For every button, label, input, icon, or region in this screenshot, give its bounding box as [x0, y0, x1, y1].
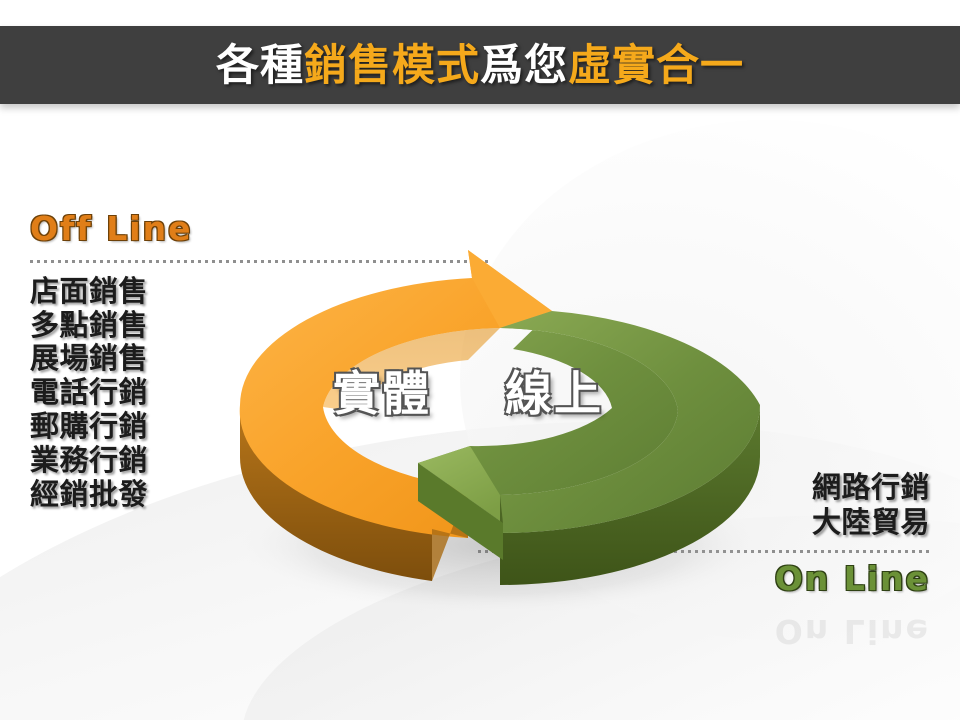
list-item: 店面銷售	[30, 273, 149, 308]
diagram-label-online: 線上	[505, 367, 603, 422]
title-segment-4: 虛實合一	[568, 40, 744, 91]
list-item: 大陸貿易	[811, 504, 930, 539]
offline-panel: Off Line 店面銷售 多點銷售 展場銷售 電話行銷 郵購行銷 業務行銷 經…	[30, 209, 500, 512]
list-item: 網路行銷	[811, 470, 930, 504]
orange-arrow-head	[468, 250, 552, 328]
list-item: 展場銷售	[30, 341, 149, 376]
online-item-list: 網路行銷 大陸貿易	[460, 470, 930, 540]
green-arrow-head	[418, 446, 503, 523]
orange-segment-side	[239, 405, 432, 581]
list-item: 經銷批發	[30, 477, 149, 512]
orange-segment-inner-shade	[323, 328, 500, 411]
offline-heading: Off Line	[30, 209, 193, 248]
cycle-diagram: 實體 線上	[200, 215, 800, 615]
list-item: 多點銷售	[30, 307, 149, 342]
online-heading: On Line	[774, 558, 930, 598]
title-segment-3: 爲您	[480, 40, 568, 91]
list-item: 郵購行銷	[30, 409, 149, 444]
list-item: 電話行銷	[30, 375, 149, 410]
title-segment-2: 銷售模式	[304, 40, 480, 91]
page-title: 各種銷售模式爲您虛實合一	[216, 44, 744, 88]
green-segment-side	[500, 405, 760, 585]
offline-item-list: 店面銷售 多點銷售 展場銷售 電話行銷 郵購行銷 業務行銷 經銷批發	[30, 273, 500, 512]
orange-segment-top	[239, 250, 552, 538]
list-item: 業務行銷	[30, 443, 149, 478]
green-segment-outer-ring	[500, 311, 760, 533]
diagram-label-physical: 實體	[333, 367, 431, 422]
green-arrow-side	[418, 463, 503, 560]
title-segment-1: 各種	[216, 40, 304, 91]
cycle-diagram-svg	[232, 250, 768, 615]
title-bar: 各種銷售模式爲您虛實合一	[0, 26, 960, 104]
offline-divider	[30, 259, 492, 263]
